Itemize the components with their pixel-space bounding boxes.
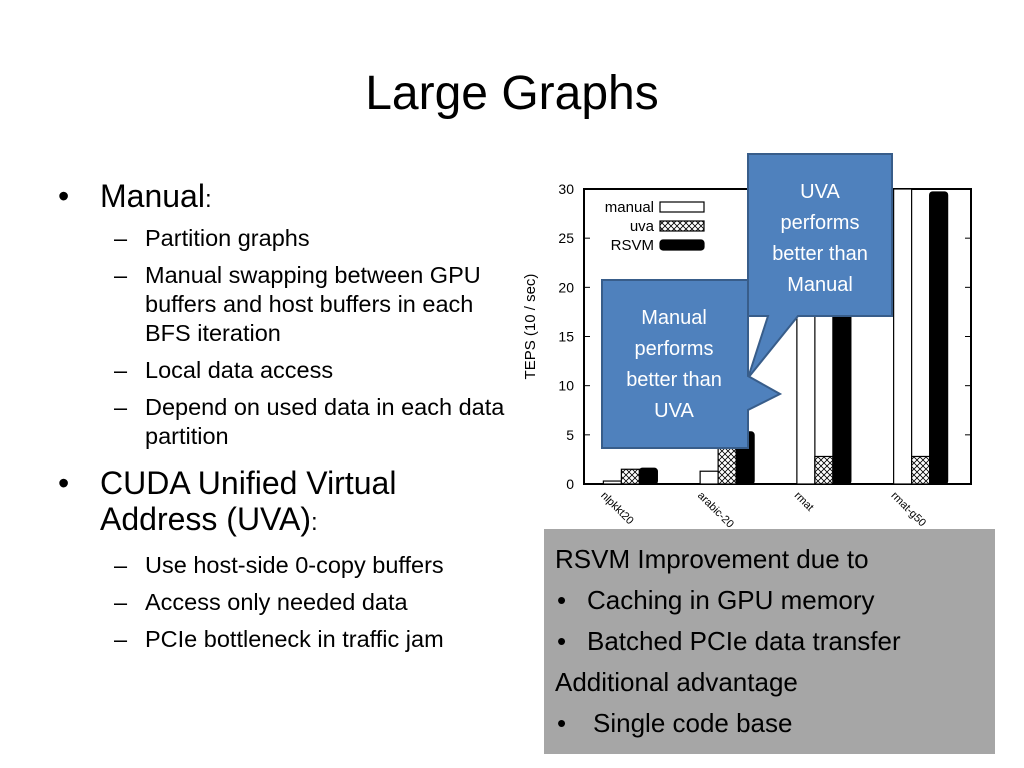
sub-bullet-text: Access only needed data [145, 589, 408, 615]
y-tick-label: 5 [566, 427, 574, 443]
sub-bullet-text: Local data access [145, 357, 334, 383]
bullet-marker: • [58, 178, 70, 214]
callout-line: better than [772, 243, 868, 265]
bar-manual [893, 188, 913, 485]
legend-label: uva [630, 218, 655, 235]
legend-swatch-manual [659, 201, 705, 213]
callout-line: performs [635, 338, 714, 360]
summary-item: • Single code base [555, 703, 792, 744]
summary-item-text: Single code base [593, 708, 793, 738]
callout-line: Manual [641, 307, 707, 329]
summary-box: RSVM Improvement due to • Caching in GPU … [544, 529, 995, 754]
bullet-uva-label: CUDA Unified Virtual Address (UVA) [100, 465, 397, 537]
dash-marker: – [114, 552, 128, 578]
callout-line: better than [626, 369, 722, 391]
bullet-manual: • Manual: [58, 178, 508, 218]
sub-bullet-text: Depend on used data in each data partiti… [145, 394, 505, 449]
summary-heading: RSVM Improvement due to [555, 544, 869, 574]
bar-uva [911, 455, 931, 485]
bullet-manual-label: Manual [100, 178, 205, 214]
bullet-manual-colon: : [204, 186, 212, 213]
bullet-list: • Manual: –Partition graphs –Manual swap… [58, 178, 508, 662]
callout-line: UVA [800, 181, 840, 203]
sub-bullet-text: PCIe bottleneck in traffic jam [145, 626, 444, 652]
bullet-marker: • [557, 708, 567, 738]
dash-marker: – [114, 225, 128, 251]
bar-manual [699, 470, 719, 485]
dash-marker: – [114, 626, 128, 652]
callout-manual-shape [601, 279, 783, 449]
sub-bullet: –Local data access [58, 356, 508, 385]
bar-manual [602, 480, 622, 485]
bar-rsvm [638, 467, 658, 485]
callout-line: Manual [787, 274, 853, 296]
sub-bullet-text: Partition graphs [145, 225, 310, 251]
bullet-uva-colon: : [311, 509, 318, 536]
sub-bullet-text: Manual swapping between GPU buffers and … [145, 262, 481, 346]
legend-swatch-uva [659, 220, 705, 232]
callout-uva-shape [747, 153, 893, 379]
sub-bullet-text: Use host-side 0-copy buffers [145, 552, 444, 578]
dash-marker: – [114, 262, 128, 288]
bullet-marker: • [557, 626, 567, 656]
summary-subheading: Additional advantage [555, 667, 798, 697]
y-tick-label: 25 [558, 230, 574, 246]
bullet-uva: • CUDA Unified Virtual Address (UVA): [58, 465, 508, 541]
sub-bullet: –Depend on used data in each data partit… [58, 393, 508, 451]
bar-uva [814, 455, 834, 485]
summary-item-text: Caching in GPU memory [587, 585, 875, 615]
y-axis-label: TEPS (10 / sec) [522, 274, 539, 380]
slide-title: Large Graphs [365, 67, 659, 120]
summary-item-text: Batched PCIe data transfer [587, 626, 901, 656]
y-tick-label: 10 [558, 378, 574, 394]
x-category-label: rmat-g50 [889, 490, 929, 528]
y-tick-label: 15 [558, 329, 574, 345]
sub-bullet: –PCIe bottleneck in traffic jam [58, 625, 508, 654]
y-tick-label: 0 [566, 476, 574, 492]
y-tick-label: 20 [558, 279, 574, 295]
callout-line: performs [781, 212, 860, 234]
sub-bullet: –Access only needed data [58, 588, 508, 617]
sub-bullet: –Use host-side 0-copy buffers [58, 551, 508, 580]
x-category-label: rmat [792, 490, 816, 514]
bar-uva [620, 468, 640, 485]
bullet-marker: • [557, 585, 567, 615]
callout-line: UVA [654, 400, 694, 422]
dash-marker: – [114, 394, 128, 420]
sub-bullet: –Manual swapping between GPU buffers and… [58, 261, 508, 348]
legend-label: RSVM [611, 237, 654, 254]
bullet-marker: • [58, 465, 70, 501]
summary-item: • Caching in GPU memory [555, 580, 875, 621]
y-tick-label: 30 [558, 181, 574, 197]
legend-label: manual [605, 199, 654, 216]
dash-marker: – [114, 589, 128, 615]
summary-item: • Batched PCIe data transfer [555, 621, 901, 662]
sub-bullet: –Partition graphs [58, 224, 508, 253]
dash-marker: – [114, 357, 128, 383]
bar-rsvm [929, 191, 949, 485]
legend-swatch-rsvm [659, 239, 705, 251]
x-category-label: arabic-20 [695, 490, 736, 528]
x-category-label: nlpkkt20 [598, 490, 635, 527]
